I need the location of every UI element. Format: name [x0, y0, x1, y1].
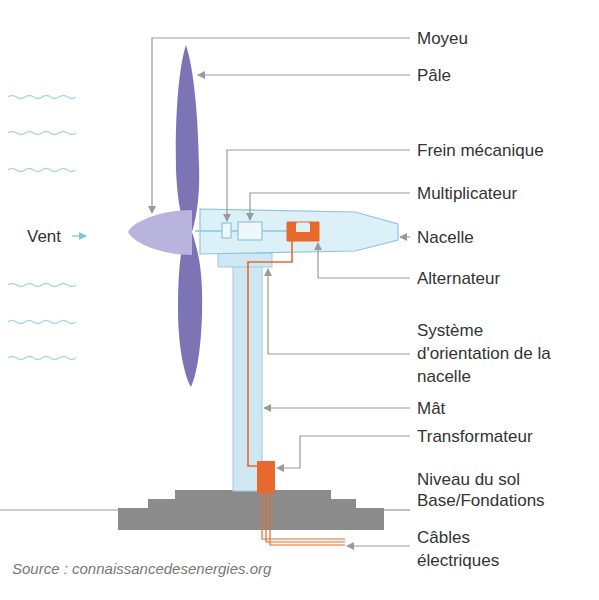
- foundation-slab: [118, 508, 384, 530]
- hub-label: Moyeu: [417, 27, 592, 50]
- wind-waves: [8, 96, 76, 360]
- foundation-label: Base/Fondations: [417, 489, 595, 512]
- yaw-system: [218, 253, 272, 267]
- mast-label: Mât: [417, 397, 592, 420]
- wind-label: Vent: [27, 225, 72, 248]
- wave-line: [8, 357, 76, 360]
- yaw-label: Système d'orientation de la nacelle: [417, 319, 552, 388]
- blade-label: Pâle: [417, 64, 592, 87]
- foundation-step: [148, 499, 356, 509]
- leader-lines: [152, 38, 410, 546]
- brake: [222, 223, 231, 238]
- wave-line: [8, 96, 76, 99]
- wave-line: [8, 132, 76, 135]
- wave-line: [8, 321, 76, 324]
- cable-label: Câbles électriques: [417, 526, 527, 572]
- wave-line: [8, 284, 76, 287]
- alternator-label: Alternateur: [417, 267, 592, 290]
- hub-spinner: [128, 210, 192, 255]
- ground-line: [0, 510, 120, 511]
- transformer: [257, 461, 275, 493]
- underground-cables: [262, 493, 345, 545]
- nacelle: [200, 209, 398, 254]
- alternator-notch: [296, 224, 310, 232]
- nacelle-label: Nacelle: [417, 226, 592, 249]
- wind-arrow: [72, 235, 86, 236]
- brake-label: Frein mécanique: [417, 139, 595, 162]
- gearbox-label: Multiplicateur: [417, 182, 595, 205]
- ground-label: Niveau du sol: [417, 468, 595, 491]
- wave-line: [8, 169, 76, 172]
- alternator: [287, 222, 319, 241]
- transformer-label: Transformateur: [417, 425, 595, 448]
- source-caption: Source : connaissancedesenergies.org: [12, 560, 271, 578]
- gearbox: [238, 222, 262, 240]
